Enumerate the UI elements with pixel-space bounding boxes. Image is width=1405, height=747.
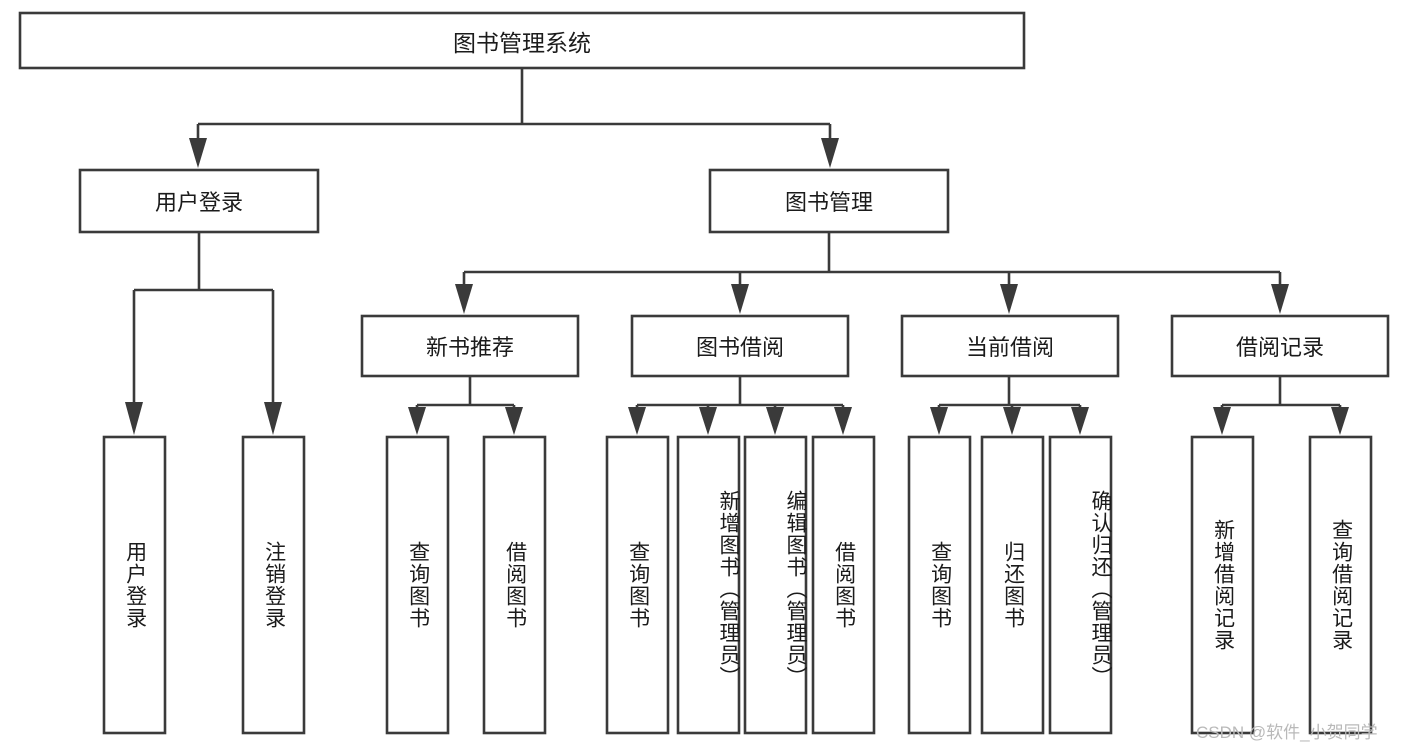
- arrow-head-user-login-do: [125, 402, 143, 435]
- label-current-borrow: 当前借阅: [965, 335, 1054, 360]
- label-book-borrow: 图书借阅: [695, 335, 784, 360]
- label-query-book-2: 查询图书: [626, 541, 650, 629]
- connector-group-borrow-record: [1213, 376, 1349, 435]
- label-query-book-1: 查询图书: [406, 541, 430, 629]
- node-box-current-borrow[interactable]: [900, 314, 1120, 378]
- node-box-user-logout[interactable]: [241, 435, 306, 735]
- node-box-edit-book-admin[interactable]: [743, 435, 808, 735]
- arrow-head-borrow-book-2: [834, 407, 852, 435]
- label-borrow-record: 借阅记录: [1235, 335, 1324, 360]
- connector-group-book-borrow: [628, 376, 852, 435]
- arrow-head-book-borrow: [731, 284, 749, 314]
- node-box-query-book-3[interactable]: [907, 435, 972, 735]
- arrow-head-current-borrow: [1000, 284, 1018, 314]
- label-add-borrow-record: 新增借阅记录: [1211, 519, 1235, 651]
- connector-group-user-login: [125, 232, 282, 435]
- connector-group-root: [189, 68, 839, 168]
- label-user-login-do: 用户登录: [123, 541, 147, 629]
- node-box-add-borrow-record[interactable]: [1190, 435, 1255, 735]
- arrow-head-return-book: [1003, 407, 1021, 435]
- node-box-query-book-2[interactable]: [605, 435, 670, 735]
- arrow-head-edit-book-admin: [766, 407, 784, 435]
- arrow-head-borrow-book-1: [505, 407, 523, 435]
- arrow-head-confirm-return-admin: [1071, 407, 1089, 435]
- arrow-head-add-borrow-record: [1213, 407, 1231, 435]
- label-confirm-return-admin: 确认归还（管理员）: [1089, 490, 1112, 688]
- label-edit-book-admin: 编辑图书（管理员）: [784, 490, 807, 688]
- node-box-book-management[interactable]: [708, 168, 950, 234]
- label-user-login: 用户登录: [154, 190, 243, 215]
- label-add-book-admin: 新增图书（管理员）: [717, 490, 740, 688]
- label-root: 图书管理系统: [453, 29, 591, 56]
- label-book-management: 图书管理: [784, 190, 873, 215]
- arrow-head-query-book-2: [628, 407, 646, 435]
- label-return-book: 归还图书: [1001, 541, 1025, 629]
- node-box-return-book[interactable]: [980, 435, 1045, 735]
- node-box-book-borrow[interactable]: [630, 314, 850, 378]
- node-box-confirm-return-admin[interactable]: [1048, 435, 1113, 735]
- connector-group-current-borrow: [930, 376, 1089, 435]
- connector-group-book-management: [455, 232, 1289, 314]
- node-box-user-login-do[interactable]: [102, 435, 167, 735]
- label-user-logout: 注销登录: [262, 541, 286, 629]
- node-box-new-book-recommend[interactable]: [360, 314, 580, 378]
- node-box-borrow-book-2[interactable]: [811, 435, 876, 735]
- node-box-query-borrow-record[interactable]: [1308, 435, 1373, 735]
- label-query-borrow-record: 查询借阅记录: [1329, 519, 1353, 651]
- node-box-add-book-admin[interactable]: [676, 435, 741, 735]
- node-box-borrow-record[interactable]: [1170, 314, 1390, 378]
- connector-group-new-book-recommend: [408, 376, 523, 435]
- label-borrow-book-1: 借阅图书: [503, 541, 527, 629]
- label-borrow-book-2: 借阅图书: [832, 541, 856, 629]
- arrow-head-user-login: [189, 138, 207, 168]
- arrow-head-query-book-1: [408, 407, 426, 435]
- csdn-watermark: CSDN @软件_小贺同学: [1196, 723, 1378, 742]
- arrow-head-query-borrow-record: [1331, 407, 1349, 435]
- node-box-query-book-1[interactable]: [385, 435, 450, 735]
- arrow-head-user-logout: [264, 402, 282, 435]
- arrow-head-borrow-record: [1271, 284, 1289, 314]
- arrow-head-new-book-recommend: [455, 284, 473, 314]
- node-box-user-login[interactable]: [78, 168, 320, 234]
- arrow-head-add-book-admin: [699, 407, 717, 435]
- node-box-root[interactable]: [18, 11, 1026, 70]
- label-new-book-recommend: 新书推荐: [425, 335, 514, 360]
- node-box-borrow-book-1[interactable]: [482, 435, 547, 735]
- arrow-head-query-book-3: [930, 407, 948, 435]
- label-query-book-3: 查询图书: [928, 541, 952, 629]
- arrow-head-book-management: [821, 138, 839, 168]
